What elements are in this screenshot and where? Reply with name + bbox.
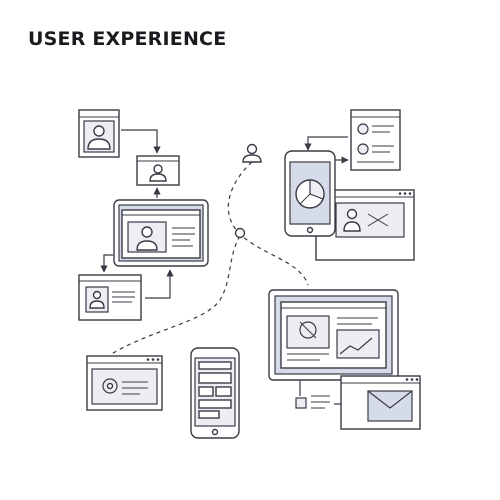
arrow-doc-to-phone (304, 136, 348, 151)
document-window (350, 109, 401, 171)
email-window (340, 375, 421, 430)
journey-path-2 (109, 235, 241, 356)
profile-monitor (113, 199, 209, 267)
arrow-browser-to-monitor (145, 269, 174, 299)
profile-browser (78, 274, 142, 321)
arrow-monitor-to-browser (100, 254, 113, 273)
page-title: USER EXPERIENCE (28, 28, 227, 50)
message-node (295, 395, 330, 409)
sync-browser (86, 355, 163, 411)
mobile-layout-phone (190, 347, 240, 439)
analytics-phone (284, 150, 336, 237)
user-icon (242, 143, 262, 163)
journey-path (227, 161, 309, 286)
arrow-profile-to-card (121, 129, 161, 154)
user-card (136, 155, 180, 186)
desktop-monitor (268, 289, 399, 396)
journey-node (234, 227, 246, 239)
profile-window (78, 109, 120, 158)
